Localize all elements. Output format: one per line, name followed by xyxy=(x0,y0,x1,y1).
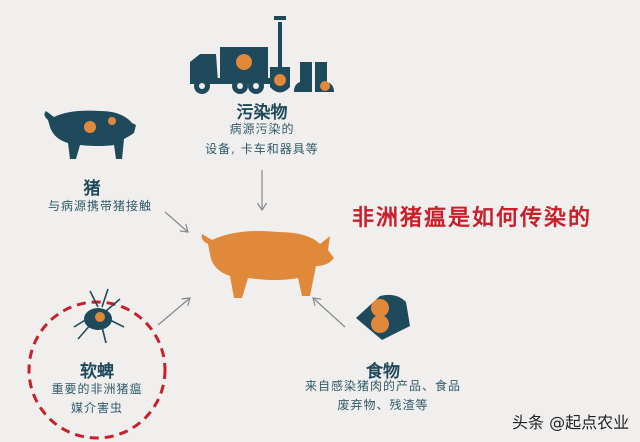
main-title: 非洲猪瘟是如何传染的 xyxy=(352,205,593,231)
pig-title: 猪 xyxy=(83,179,101,199)
contaminated-line-1: 病源污染的 xyxy=(229,122,295,136)
tick-line-1: 重要的非洲猪瘟 xyxy=(51,382,143,396)
watermark: 头条 @起点农业 xyxy=(512,413,630,432)
contaminated-title: 污染物 xyxy=(236,103,288,123)
highlight-dashed-circle xyxy=(27,300,167,440)
center-pig-icon xyxy=(201,231,334,298)
food-title: 食物 xyxy=(366,362,400,382)
tick-icon xyxy=(73,288,125,344)
food-line-2: 废弃物、残渣等 xyxy=(337,398,429,412)
infected-pig-icon xyxy=(44,110,136,159)
tick-line-2: 媒介害虫 xyxy=(70,401,123,415)
tick-title: 软蜱 xyxy=(80,362,114,382)
truck-shovel-boots-icon xyxy=(190,16,334,94)
food-line-1: 来自感染猪肉的产品、食品 xyxy=(304,379,461,393)
contaminated-line-2: 设备, 卡车和器具等 xyxy=(205,142,319,156)
pig-line-1: 与病源携带猪接触 xyxy=(47,199,152,213)
food-icon xyxy=(356,294,410,340)
